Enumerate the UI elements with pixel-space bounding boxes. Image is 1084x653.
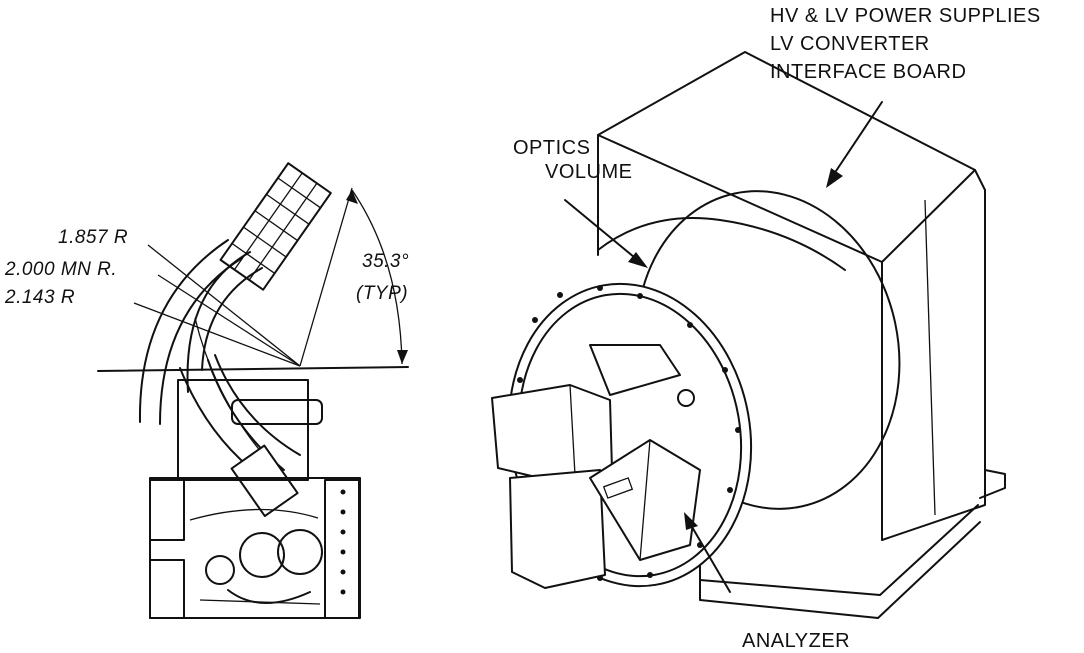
radius-leaders: [133, 244, 301, 367]
isometric-instrument: [491, 51, 1006, 619]
label-power-supplies: HV & LV POWER SUPPLIES: [770, 5, 1041, 27]
angle-dimension: [299, 187, 408, 367]
label-interface-board: INTERFACE BOARD: [770, 61, 967, 83]
collimator-grid: [219, 162, 332, 291]
label-radius-1857: 1.857 R: [58, 227, 129, 248]
label-lv-converter: LV CONVERTER: [770, 33, 930, 55]
label-volume: VOLUME: [545, 161, 633, 183]
electronics-box: [597, 51, 1006, 619]
label-radius-2000: 2.000 MN R.: [5, 259, 118, 280]
label-angle: 35.3°: [362, 251, 410, 272]
sensor-heads: [491, 344, 701, 589]
reference-line: [97, 366, 409, 372]
cross-section-view: [97, 162, 409, 619]
leader-arrows: [564, 101, 883, 593]
label-angle-typ: (TYP): [356, 283, 409, 304]
curved-analyzer-channel: [138, 239, 301, 518]
lower-housing: [149, 379, 361, 619]
label-radius-2143: 2.143 R: [5, 287, 76, 308]
label-optics: OPTICS: [513, 137, 591, 159]
label-analyzer: ANALYZER: [742, 630, 851, 652]
